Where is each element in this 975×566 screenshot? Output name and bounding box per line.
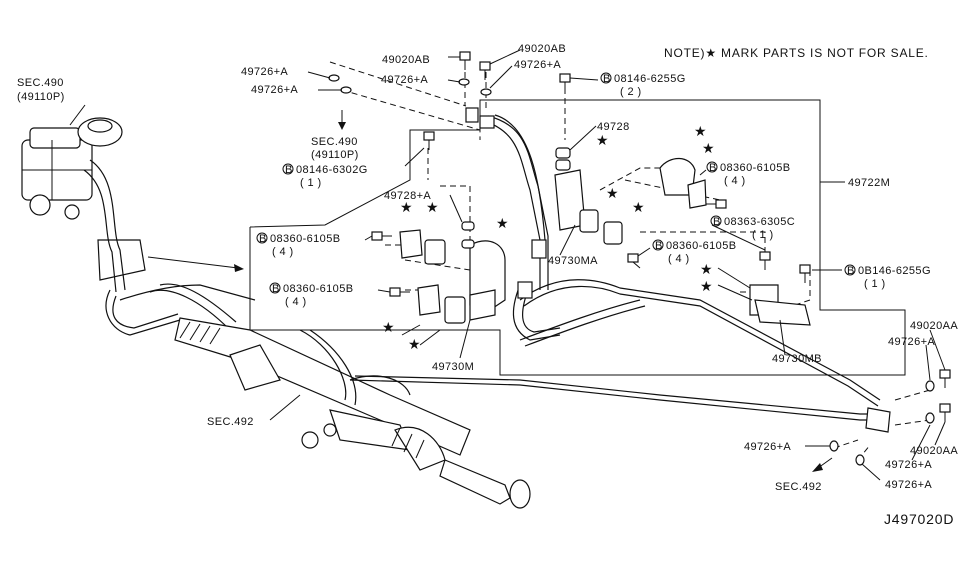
label-08360-6105b: 08360-6105B [270,233,340,245]
star-mark: ★ [632,199,645,215]
sec492-arrow-head [812,463,823,472]
label-49728: 49728 [597,121,630,133]
star-mark: ★ [382,319,395,335]
label-49020ab: 49020AB [382,54,430,66]
label-08360-6105b-qty: ( 4 ) [272,246,294,258]
label-49726a: 49726+A [885,479,932,491]
bolt-mark: B [285,164,293,176]
label-08146-6302g-qty: ( 1 ) [300,177,322,189]
label-49726a: 49726+A [885,459,932,471]
label-49726a: 49726+A [241,66,288,78]
label-49726a: 49726+A [381,74,428,86]
label-49020aa: 49020AA [910,320,958,332]
bolt-mark: B [603,73,611,85]
steering-rack [174,317,531,509]
arrow-head [234,264,244,272]
label-0b146-6255g: 0B146-6255G [858,265,931,277]
label-08363-6305c: 08363-6305C [724,216,795,228]
bolt-mark: B [655,240,663,252]
power-steering-pump [21,117,123,220]
label-08360-6105b: 08360-6105B [283,283,353,295]
washers [328,74,935,466]
bolt-mark: B [272,283,280,295]
label-08363-6305c-qty: ( 1 ) [752,229,774,241]
label-sec492: SEC.492 [207,416,254,428]
label-49726a: 49726+A [888,336,935,348]
assembly-outline [249,99,906,376]
label-08360-6105b: 08360-6105B [666,240,736,252]
star-mark: ★ [596,132,609,148]
star-mark: ★ [426,199,439,215]
label-08360-6105b-qty: ( 4 ) [285,296,307,308]
bolt-circle-marks: B B B B B B B B [256,72,856,295]
supply-hoses [83,159,256,336]
sec490-arrow-head [338,122,346,130]
star-mark: ★ [496,215,509,231]
long-pipes [349,279,891,433]
star-mark: ★ [702,140,715,156]
label-sec490-top: SEC.490 [17,77,64,89]
label-sec490-mid: SEC.490 [311,136,358,148]
bolt-mark: B [847,265,855,277]
label-49020aa: 49020AA [910,445,958,457]
label-49730mb: 49730MB [772,353,822,365]
bolts [371,51,951,422]
bolt-mark: B [713,216,721,228]
star-mark: ★ [700,278,713,294]
label-08146-6302g: 08146-6302G [296,164,368,176]
label-49728a: 49728+A [384,190,431,202]
star-mark: ★ [700,261,713,277]
not-for-sale-marks: ★ ★ ★ ★ ★ ★ ★ ★ ★ ★ ★ ★ [382,123,715,352]
label-49722m: 49722M [848,177,890,189]
star-mark: ★ [606,185,619,201]
label-49730ma: 49730MA [548,255,598,267]
star-mark: ★ [694,123,707,139]
star-mark: ★ [408,336,421,352]
label-49020ab: 49020AB [518,43,566,55]
label-sec492: SEC.492 [775,481,822,493]
label-08360-6105b: 08360-6105B [720,162,790,174]
label-49726a: 49726+A [251,84,298,96]
fitting-hoses [465,107,561,341]
bolt-mark: B [259,233,267,245]
bolt-mark: B [709,162,717,174]
clamps-and-brackets [399,147,811,326]
label-sec490-top-code: (49110P) [17,91,65,103]
label-0b146-6255g-qty: ( 1 ) [864,278,886,290]
label-08360-6105b-qty: ( 4 ) [724,175,746,187]
not-for-sale-note: NOTE)★ MARK PARTS IS NOT FOR SALE. [664,46,929,60]
label-leaders [69,49,946,481]
label-08360-6105b-qty: ( 4 ) [668,253,690,265]
star-mark: ★ [400,199,413,215]
pointer-arrow [147,256,239,269]
label-sec490-mid-code: (49110P) [311,149,359,161]
label-49726a: 49726+A [514,59,561,71]
diagram-code: J497020D [884,511,954,527]
label-49726a: 49726+A [744,441,791,453]
label-08146-6255g: 08146-6255G [614,73,686,85]
label-49730m: 49730M [432,361,474,373]
label-08146-6255g-qty: ( 2 ) [620,86,642,98]
